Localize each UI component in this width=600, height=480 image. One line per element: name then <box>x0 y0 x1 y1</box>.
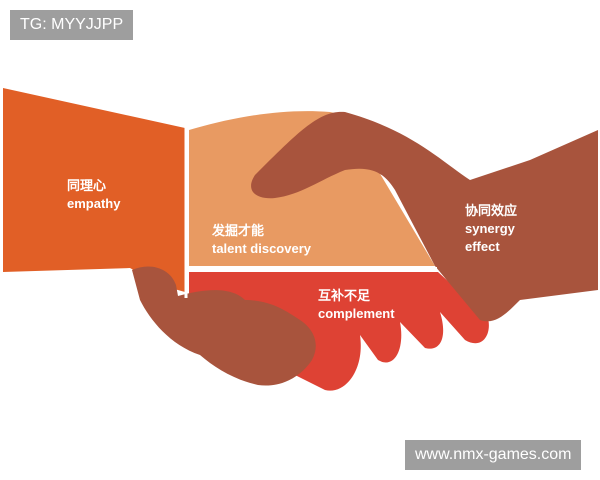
talent-zh: 发掘才能 <box>212 223 265 238</box>
synergy-en-1: synergy <box>465 221 515 236</box>
empathy-en: empathy <box>67 196 121 211</box>
complement-label: 互补不足 complement <box>318 287 395 323</box>
talent-en: talent discovery <box>212 241 311 256</box>
empathy-label: 同理心 empathy <box>67 177 120 213</box>
watermark-top-left: TG: MYYJJPP <box>10 10 134 40</box>
synergy-zh: 协同效应 <box>465 203 518 218</box>
palm-section <box>189 111 435 266</box>
talent-label: 发掘才能 talent discovery <box>212 222 311 258</box>
synergy-label: 协同效应 synergy effect <box>465 202 517 256</box>
watermark-bottom-right: www.nmx-games.com <box>405 440 582 470</box>
right-hand <box>251 111 598 322</box>
synergy-en-2: effect <box>465 239 500 254</box>
fingers-section <box>189 272 489 391</box>
empathy-zh: 同理心 <box>67 178 107 193</box>
left-sleeve <box>3 88 185 292</box>
lower-fist <box>132 266 316 386</box>
complement-zh: 互补不足 <box>318 288 371 303</box>
complement-en: complement <box>318 306 395 321</box>
